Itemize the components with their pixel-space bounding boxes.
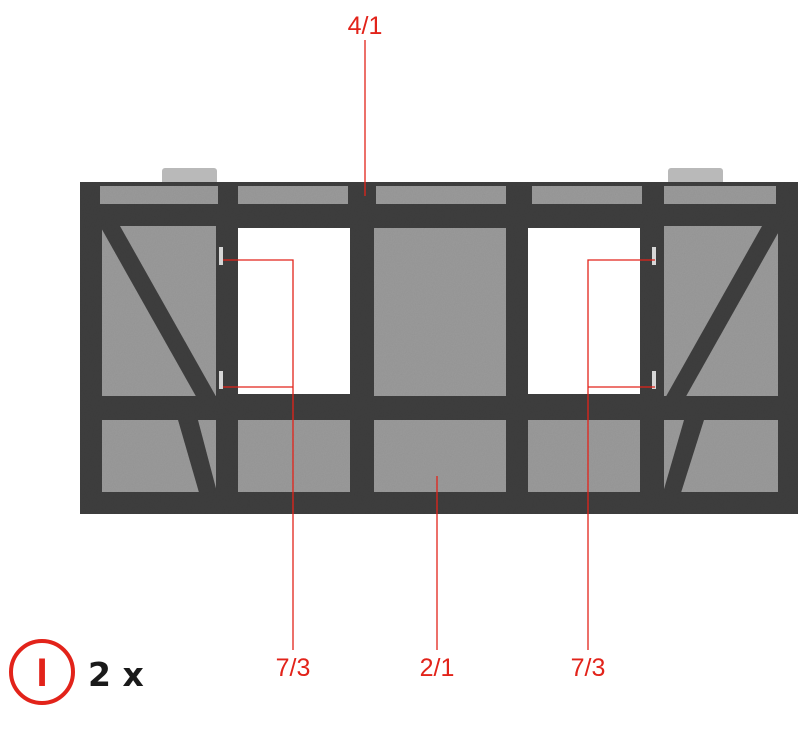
half-timbered-wall-part bbox=[80, 168, 798, 514]
top-cap-segment bbox=[664, 186, 776, 204]
left-diagonal-brace-lower bbox=[178, 420, 216, 492]
left-mid-lower-panel bbox=[238, 420, 350, 492]
left-diagonal-brace bbox=[102, 226, 216, 396]
top-cap-segment bbox=[100, 186, 218, 204]
right-mid-lower-panel bbox=[528, 420, 640, 492]
callout-lines bbox=[223, 40, 655, 650]
hinge-pin bbox=[652, 371, 656, 389]
hinge-pin bbox=[652, 247, 656, 265]
hinge-pin bbox=[219, 247, 223, 265]
top-cap-segment bbox=[376, 186, 506, 204]
hinge-pin bbox=[219, 371, 223, 389]
top-cap-segment bbox=[532, 186, 642, 204]
label-right-hinge-part: 7/3 bbox=[571, 654, 606, 682]
label-center-part: 2/1 bbox=[420, 654, 455, 682]
right-window-opening bbox=[528, 228, 640, 394]
leader-7-3-left bbox=[223, 259, 294, 650]
leader-7-3-right bbox=[587, 259, 655, 650]
top-cap-segment bbox=[238, 186, 348, 204]
center-lower-panel bbox=[374, 420, 506, 492]
right-diagonal-brace bbox=[666, 226, 778, 396]
label-left-hinge-part: 7/3 bbox=[276, 654, 311, 682]
quantity-label: 2 x bbox=[88, 655, 144, 694]
step-marker-circle bbox=[9, 639, 75, 705]
center-upper-panel bbox=[374, 228, 506, 396]
right-diagonal-brace-lower bbox=[664, 420, 704, 492]
left-window-opening bbox=[238, 228, 350, 394]
step-marker-numeral: I bbox=[36, 651, 47, 695]
label-top-part: 4/1 bbox=[348, 12, 383, 40]
